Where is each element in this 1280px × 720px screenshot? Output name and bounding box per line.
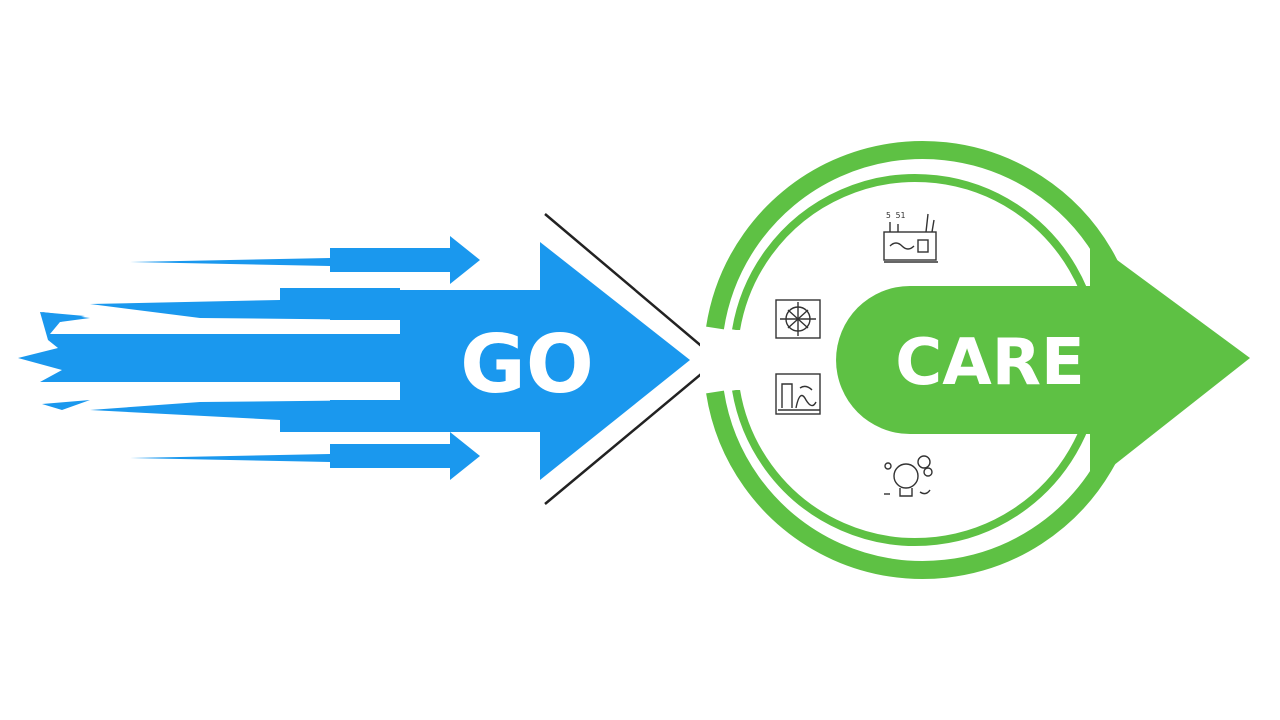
lightbulb-gears-sketch-icon bbox=[884, 455, 933, 497]
care-badge: CARE bbox=[700, 141, 1250, 579]
speed-arrow-bottom bbox=[130, 432, 480, 480]
svg-text:5 51: 5 51 bbox=[886, 211, 905, 220]
speed-arrow-top bbox=[130, 236, 480, 284]
chart-sketch-icon bbox=[775, 373, 821, 415]
speed-streak-2 bbox=[18, 312, 400, 382]
speed-streak-3 bbox=[90, 400, 400, 432]
speed-gaps bbox=[280, 320, 400, 400]
speed-line-2 bbox=[42, 400, 90, 410]
building-sketch-icon: 5 51 bbox=[883, 211, 938, 263]
speed-streak-1 bbox=[90, 288, 400, 320]
care-label: CARE bbox=[895, 326, 1085, 400]
go-arrowhead bbox=[540, 242, 690, 480]
go-label: GO bbox=[460, 318, 594, 411]
speed-line-1 bbox=[42, 312, 90, 322]
care-pill bbox=[836, 286, 1130, 434]
compass-sketch-icon bbox=[775, 299, 821, 339]
